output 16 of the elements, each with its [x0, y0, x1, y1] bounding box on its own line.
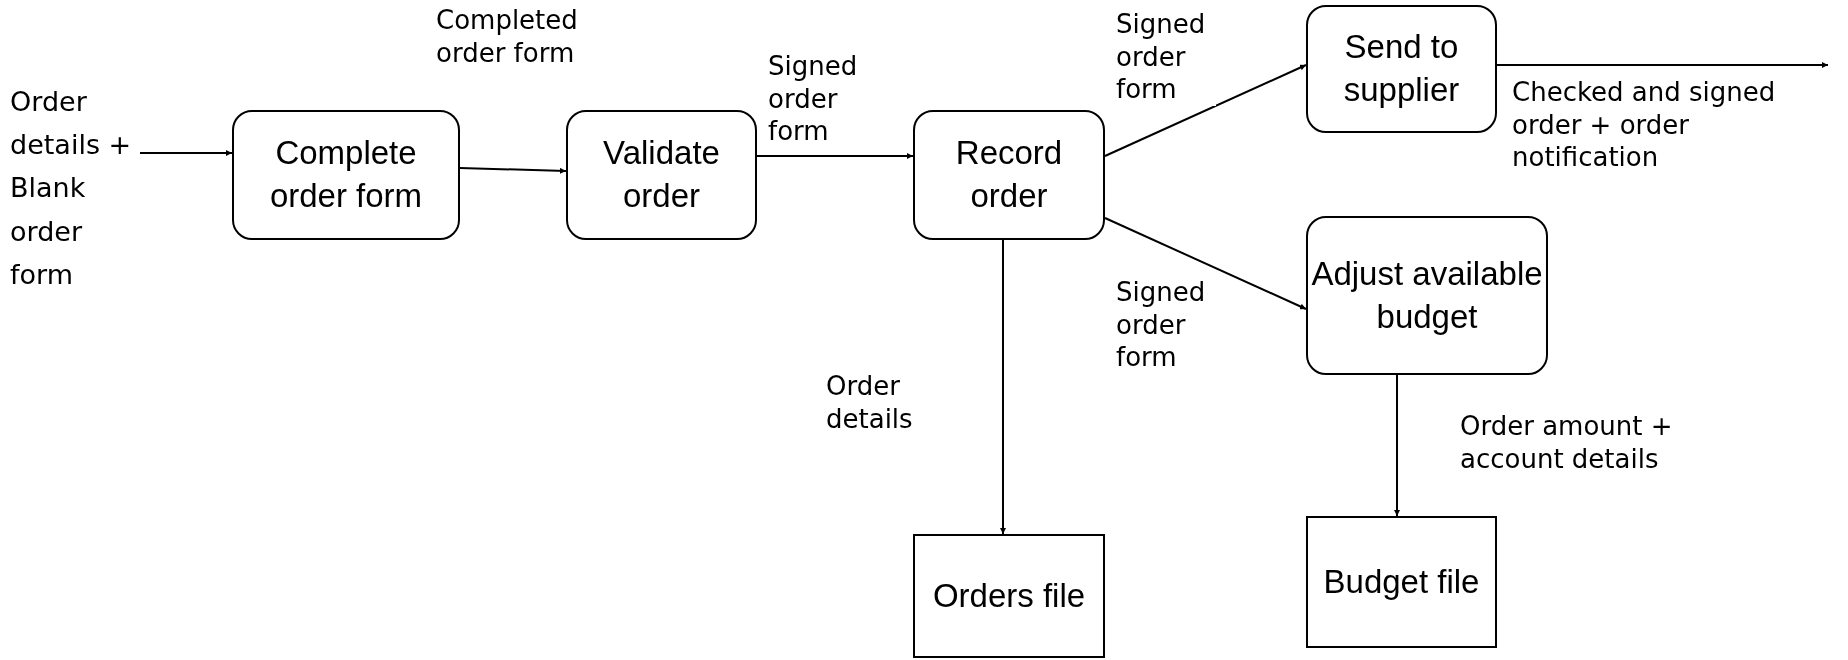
arrow [1000, 239, 1006, 535]
process-box: Record order [913, 110, 1105, 240]
data-store-box: Orders file [913, 534, 1105, 658]
arrow [1104, 64, 1307, 157]
process-box: Validate order [566, 110, 757, 240]
input-text: Order details + Blank order form [10, 80, 140, 380]
data-store-box: Budget file [1306, 516, 1497, 648]
arrow [1496, 62, 1829, 68]
process-box: Send to supplier [1306, 5, 1497, 133]
arrow [1104, 217, 1307, 310]
process-box: Adjust available budget [1306, 216, 1548, 375]
arrow [459, 167, 567, 174]
arrow [139, 150, 233, 156]
process-box: Complete order form [232, 110, 460, 240]
arrow [756, 153, 914, 159]
arrow [1394, 374, 1400, 517]
